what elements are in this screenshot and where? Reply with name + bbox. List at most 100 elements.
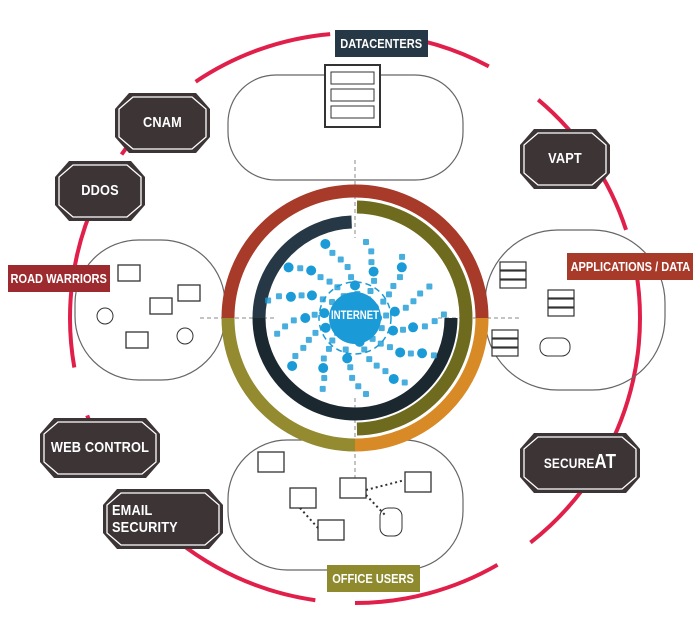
internet-app-icon <box>312 329 319 336</box>
road-warriors-label: ROAD WARRIORS <box>10 271 108 286</box>
orange-arc-bottom-right <box>354 317 489 452</box>
internet-app-icon <box>395 347 406 358</box>
internet-app-icon <box>318 363 329 374</box>
olive-dark-arc-right <box>356 200 473 436</box>
printer-icon <box>257 451 285 473</box>
internet-app-icon <box>373 362 380 369</box>
router-icon <box>289 487 317 509</box>
internet-app-icon <box>390 283 397 290</box>
internet-app-icon <box>363 238 370 245</box>
vapt-badge[interactable]: VAPT <box>548 150 582 167</box>
applications-data-callout: APPLICATIONS / DATA <box>567 253 693 280</box>
internet-app-icon <box>317 274 324 281</box>
server-icon <box>547 289 575 299</box>
badge-hexagon <box>520 129 610 189</box>
database-icon <box>379 507 403 537</box>
internet-app-icon <box>388 373 399 384</box>
navy-arc-bottom <box>252 317 458 421</box>
internet-app-icon <box>421 323 428 330</box>
badge-hexagon <box>520 433 640 493</box>
server-slot <box>330 88 375 102</box>
internet-app-icon <box>363 391 370 398</box>
badge-hexagon-border <box>106 492 220 546</box>
internet-app-icon <box>380 298 387 305</box>
web-control-badge[interactable]: WEB CONTROL <box>50 439 150 456</box>
internet-app-icon <box>306 290 317 301</box>
laptop-icon <box>149 297 173 315</box>
laptop-icon <box>404 471 432 493</box>
server-icon <box>491 338 519 348</box>
server-icon <box>547 307 575 317</box>
email-security-badge[interactable]: EMAIL SECURITY <box>112 501 178 536</box>
internet-app-icon <box>347 364 354 371</box>
internet-app-icon <box>383 312 390 319</box>
navy-arc-top-left <box>252 215 352 319</box>
internet-orbit <box>318 281 392 355</box>
internet-app-icon <box>371 277 378 284</box>
secureat-prefix: SECURE <box>543 454 595 471</box>
globe-icon <box>329 292 381 344</box>
cnam-badge[interactable]: CNAM <box>143 114 182 131</box>
firewall-icon <box>339 477 367 499</box>
internet-app-icon <box>355 383 362 390</box>
server-icon <box>491 329 519 339</box>
internet-app-icon <box>285 291 296 302</box>
internet-app-icon <box>292 352 299 359</box>
internet-app-icon <box>388 325 399 336</box>
red-arc-top-left <box>221 184 356 319</box>
internet-app-icon <box>361 346 368 353</box>
internet-app-icon <box>408 322 419 333</box>
applications-data-label: APPLICATIONS / DATA <box>570 259 690 274</box>
internet-app-icon <box>389 306 400 317</box>
road-warriors-callout: ROAD WARRIORS <box>8 265 110 292</box>
internet-app-icon <box>399 253 406 260</box>
internet-app-icon <box>342 346 349 353</box>
internet-app-icon <box>283 262 294 273</box>
badge-hexagon <box>103 489 223 549</box>
internet-app-icon <box>378 325 385 332</box>
internet-app-icon <box>386 344 393 351</box>
internet-app-icon <box>300 313 311 323</box>
internet-app-icon <box>325 345 332 352</box>
internet-app-icon <box>306 265 317 276</box>
internet-app-icon <box>274 330 281 337</box>
internet-app-icon <box>350 280 360 291</box>
badge-hexagon <box>55 161 145 221</box>
office-users-callout: OFFICE USERS <box>327 565 420 592</box>
internet-app-icon <box>265 297 272 304</box>
internet-app-icon <box>400 326 407 333</box>
internet-app-icon <box>287 360 298 371</box>
office-users-label: OFFICE USERS <box>332 571 415 586</box>
tablet-icon <box>177 284 201 302</box>
internet-app-icon <box>440 311 447 318</box>
server-slot <box>330 105 375 119</box>
internet-app-icon <box>402 304 409 311</box>
internet-app-icon <box>431 318 438 325</box>
internet-app-icon <box>367 287 374 294</box>
user-avatar-icon <box>96 307 114 325</box>
internet-app-icon <box>368 266 379 277</box>
network-links <box>299 479 406 529</box>
badge-hexagon-border <box>523 132 607 186</box>
badge-hexagon-border <box>43 421 157 475</box>
server-slot <box>330 71 375 85</box>
internet-app-icon <box>396 274 403 281</box>
computer-icon <box>317 519 345 541</box>
internet-app-icon <box>305 336 312 343</box>
internet-app-icon <box>311 311 318 318</box>
ddos-badge[interactable]: DDOS <box>81 182 119 199</box>
internet-app-icon <box>298 292 305 299</box>
internet-app-icon <box>349 374 356 381</box>
internet-app-icon <box>319 308 330 319</box>
internet-app-icon <box>396 262 407 273</box>
server-icon <box>547 298 575 308</box>
badge-hexagon <box>40 418 160 478</box>
internet-label: INTERNET <box>331 308 379 322</box>
user-avatar-icon <box>176 327 194 345</box>
internet-app-icon <box>430 352 437 359</box>
datacenters-callout: DATACENTERS <box>335 30 428 57</box>
secureat-suffix: AT <box>594 451 617 473</box>
